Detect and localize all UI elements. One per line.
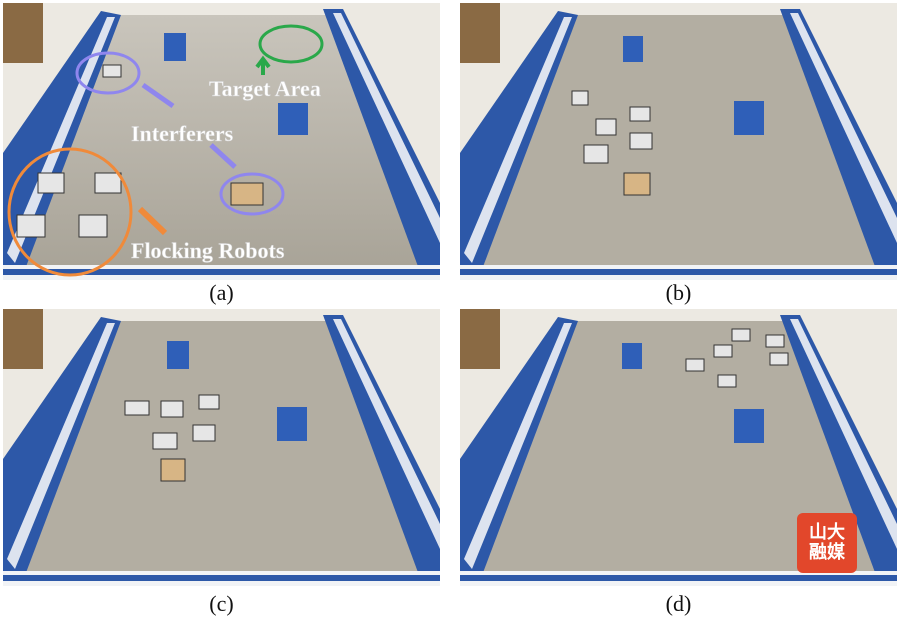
robot <box>595 118 617 136</box>
panel-a: Target Area Interferers Flocking Robots <box>3 3 440 280</box>
robot <box>160 400 184 418</box>
robot <box>198 394 220 410</box>
robot <box>629 106 651 122</box>
panel-c <box>3 309 440 586</box>
obstacle-block <box>734 409 764 443</box>
panel-d: 山大 融媒 <box>460 309 897 586</box>
robot <box>623 172 651 196</box>
cardboard-box <box>460 309 500 369</box>
label-flocking-robots: Flocking Robots <box>131 238 285 263</box>
robot <box>769 352 789 366</box>
label-interferers: Interferers <box>131 121 234 146</box>
right-wall <box>780 9 897 280</box>
scene-b <box>460 3 897 280</box>
floor <box>3 321 440 586</box>
right-wall <box>780 315 897 586</box>
flock-arrow-icon <box>137 206 168 236</box>
robot <box>685 358 705 372</box>
right-wall <box>323 9 440 280</box>
obstacle-block <box>164 33 186 61</box>
obstacle-block <box>167 341 189 369</box>
interferer-arrow-icon <box>209 143 237 169</box>
interferer-circle <box>219 172 285 216</box>
cardboard-box <box>460 3 500 63</box>
robot-flock <box>16 214 46 238</box>
target-area-circle <box>258 24 324 64</box>
watermark-logo: 山大 融媒 <box>797 513 857 573</box>
caption-c: (c) <box>209 591 234 616</box>
caption-b: (b) <box>665 280 692 305</box>
robot <box>152 432 178 450</box>
robot <box>629 132 653 150</box>
robot <box>571 90 589 106</box>
robot <box>124 400 150 416</box>
robot <box>713 344 733 358</box>
floor <box>3 15 440 280</box>
robot <box>160 458 186 482</box>
robot <box>765 334 785 348</box>
scene-c <box>3 309 440 586</box>
robot <box>583 144 609 164</box>
cardboard-box <box>3 309 43 369</box>
right-wall <box>323 315 440 586</box>
floor <box>460 15 897 280</box>
caption-a: (a) <box>209 280 234 305</box>
flock-circle <box>7 147 133 277</box>
robot-flock <box>78 214 108 238</box>
robot <box>192 424 216 442</box>
obstacle-block <box>278 103 308 135</box>
robot-flock <box>37 172 65 194</box>
interferer-arrow-icon <box>141 82 175 109</box>
scene-a: Target Area Interferers Flocking Robots <box>3 3 440 280</box>
watermark-line2: 融媒 <box>809 542 845 563</box>
robot <box>717 374 737 388</box>
interferer-circle <box>75 51 141 95</box>
caption-d: (d) <box>665 591 692 616</box>
obstacle-block <box>623 36 643 62</box>
cardboard-box <box>3 3 43 63</box>
robot-flock <box>94 172 122 194</box>
robot-interferer <box>230 182 264 206</box>
obstacle-block <box>734 101 764 135</box>
panel-b <box>460 3 897 280</box>
target-arrow-icon <box>255 55 271 75</box>
robot-interferer <box>102 64 122 78</box>
floor <box>460 321 897 586</box>
label-target-area: Target Area <box>209 76 321 101</box>
robot <box>731 328 751 342</box>
obstacle-block <box>277 407 307 441</box>
obstacle-block <box>622 343 642 369</box>
watermark-line1: 山大 <box>809 522 845 543</box>
